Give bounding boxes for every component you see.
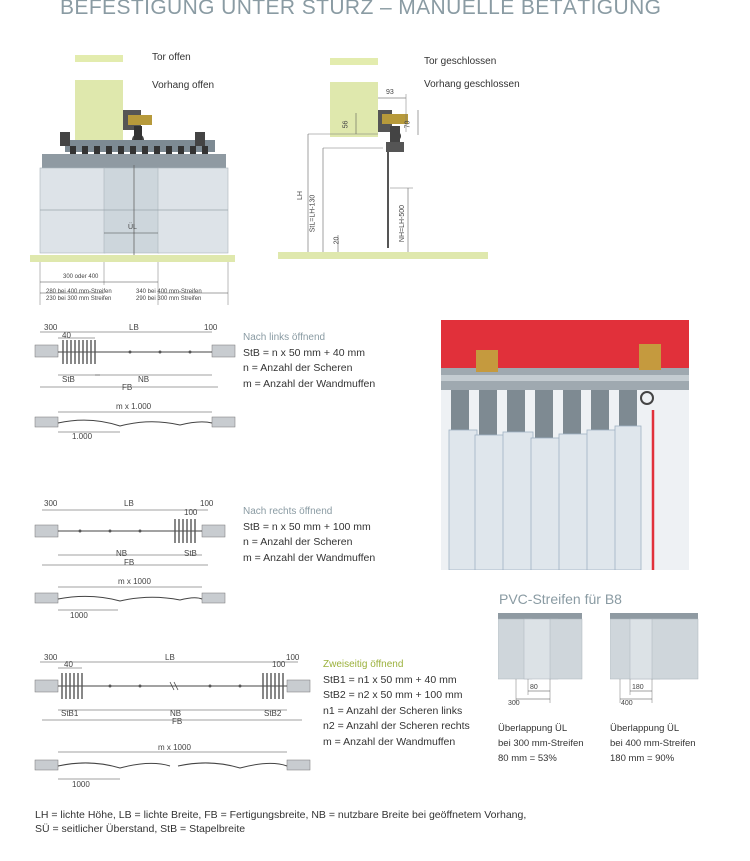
legend-closed-curtain: Vorhang geschlossen: [424, 79, 520, 90]
legend-swatch-gate-closed: [330, 58, 378, 65]
b-dim-nb: NB: [170, 709, 182, 718]
notes-both-opening: Zweiseitig öffnend StB1 = n1 x 50 mm + 4…: [323, 657, 470, 750]
open-strip-3: [157, 167, 229, 254]
open-floor: [30, 255, 235, 262]
pvc-80-dim: 80: [530, 684, 538, 691]
open-wall: [75, 80, 123, 140]
dim-stl: StL=LH-130: [309, 194, 317, 233]
b-dim-100: 100: [286, 653, 300, 662]
legend-closed-gate: Tor geschlossen: [424, 56, 497, 67]
label-300-oder-400: 300 oder 400: [63, 274, 99, 280]
note-left-2: n = Anzahl der Scheren: [243, 362, 353, 374]
label-ul-open: ÜL: [128, 224, 137, 231]
dim-93: 93: [386, 89, 394, 96]
pvc-caption-400-line1: Überlappung ÜL: [610, 723, 680, 734]
l-dim-stb: StB: [62, 375, 75, 384]
open-strip-1: [39, 167, 106, 254]
note-left-1: StB = n x 50 mm + 40 mm: [243, 346, 365, 359]
notes-right-opening: Nach rechts öffnend StB = n x 50 mm + 10…: [243, 504, 375, 566]
legend-swatch-gate-open: [75, 55, 123, 62]
note-both-2: StB2 = n2 x 50 mm + 100 mm: [323, 689, 463, 701]
notes-left-opening: Nach links öffnend StB = n x 50 mm + 40 …: [243, 330, 375, 392]
open-rail: [65, 140, 215, 152]
heading-left-opening: Nach links öffnend: [243, 332, 326, 343]
pvc-caption-400-line3: 180 mm = 90%: [610, 753, 675, 764]
heading-right-opening: Nach rechts öffnend: [243, 506, 333, 517]
note-right-3: m = Anzahl der Wandmuffen: [243, 551, 376, 564]
closed-curtain-drawing: [278, 82, 488, 259]
b-dim-stb2: StB2: [264, 709, 282, 718]
footer-line-1: LH = lichte Höhe, LB = lichte Breite, FB…: [35, 809, 527, 821]
pvc-strip-400: [610, 613, 699, 703]
dim-56: 56: [342, 120, 350, 129]
l-dim-40: 40: [62, 331, 71, 340]
label-280-230-line2: 230 bei 300 mm Streifen: [46, 296, 112, 302]
l-dim-fb: FB: [122, 383, 133, 392]
dim-lh: LH: [296, 191, 304, 200]
closed-floor: [278, 252, 488, 259]
pvc-caption-300-line2: bei 300 mm-Streifen: [498, 738, 584, 749]
dim-70: 70: [404, 120, 412, 129]
note-right-2: n = Anzahl der Scheren: [243, 536, 353, 548]
pvc-400-dim: 400: [621, 700, 633, 707]
closed-wall: [330, 82, 378, 137]
b-dim-mx: m x 1000: [158, 743, 191, 752]
note-both-1: StB1 = n1 x 50 mm + 40 mm: [323, 673, 457, 686]
plan-both-opening: [34, 661, 311, 780]
pvc-caption-400: Überlappung ÜL bei 400 mm-Streifen 180 m…: [610, 721, 696, 766]
label-340-290-line2: 290 bei 300 mm Streifen: [136, 296, 202, 302]
l-dim-300: 300: [44, 323, 58, 332]
heading-both-opening: Zweiseitig öffnend: [323, 659, 404, 670]
b-dim-lb: LB: [165, 653, 175, 662]
note-left-3: m = Anzahl der Wandmuffen: [243, 377, 376, 390]
note-both-3: n1 = Anzahl der Scheren links: [323, 704, 463, 717]
footer-legend: LH = lichte Höhe, LB = lichte Breite, FB…: [35, 808, 526, 836]
pvc-heading: PVC-Streifen für B8: [499, 591, 622, 607]
pvc-180-dim: 180: [632, 684, 644, 691]
footer-line-2: SÜ = seitlicher Überstand, StB = Stapelb…: [35, 823, 246, 835]
l-dim-nb: NB: [138, 375, 150, 384]
note-both-5: m = Anzahl der Wandmuffen: [323, 735, 456, 748]
note-both-4: n2 = Anzahl der Scheren rechts: [323, 720, 470, 732]
r-dim-100b: 100: [184, 508, 198, 517]
pvc-caption-400-line2: bei 400 mm-Streifen: [610, 738, 696, 749]
b-dim-300: 300: [44, 653, 58, 662]
l-dim-1000: 1.000: [72, 432, 93, 441]
b-dim-stb1: StB1: [61, 709, 79, 718]
plan-left-opening: [34, 331, 236, 433]
open-strip-2: [103, 167, 160, 254]
r-dim-100: 100: [200, 499, 214, 508]
pvc-caption-300-line3: 80 mm = 53%: [498, 753, 557, 764]
l-dim-mx: m x 1.000: [116, 402, 152, 411]
pvc-caption-300: Überlappung ÜL bei 300 mm-Streifen 80 mm…: [498, 721, 584, 766]
product-photo: [441, 320, 689, 570]
label-280-230-line1: 280 bei 400 mm-Streifen: [46, 289, 112, 295]
r-dim-fb: FB: [124, 558, 135, 567]
b-dim-40: 40: [64, 660, 73, 669]
r-dim-stb: StB: [184, 549, 197, 558]
label-340-290-line1: 340 bei 400 mm-Streifen: [136, 289, 202, 295]
r-dim-lb: LB: [124, 499, 134, 508]
r-dim-1000: 1000: [70, 611, 88, 620]
pvc-caption-300-line1: Überlappung ÜL: [498, 723, 568, 734]
open-curtain-drawing: [30, 80, 235, 305]
l-dim-100: 100: [204, 323, 218, 332]
plan-right-opening: [34, 509, 226, 611]
pvc-300-dim: 300: [508, 700, 520, 707]
b-dim-100b: 100: [272, 660, 286, 669]
pvc-strip-300: [498, 613, 583, 703]
note-right-1: StB = n x 50 mm + 100 mm: [243, 520, 371, 533]
dim-nh: NH=LH-500: [399, 204, 407, 243]
page-title: BEFESTIGUNG UNTER STURZ – MANUELLE BETÄT…: [60, 0, 662, 19]
b-dim-1000: 1000: [72, 780, 90, 789]
legend-open-curtain: Vorhang offen: [152, 80, 215, 91]
dim-20: 20: [333, 236, 341, 245]
r-dim-nb: NB: [116, 549, 128, 558]
legend-open-gate: Tor offen: [152, 52, 191, 63]
b-dim-fb: FB: [172, 717, 183, 726]
l-dim-lb: LB: [129, 323, 139, 332]
r-dim-mx: m x 1000: [118, 577, 151, 586]
r-dim-300: 300: [44, 499, 58, 508]
